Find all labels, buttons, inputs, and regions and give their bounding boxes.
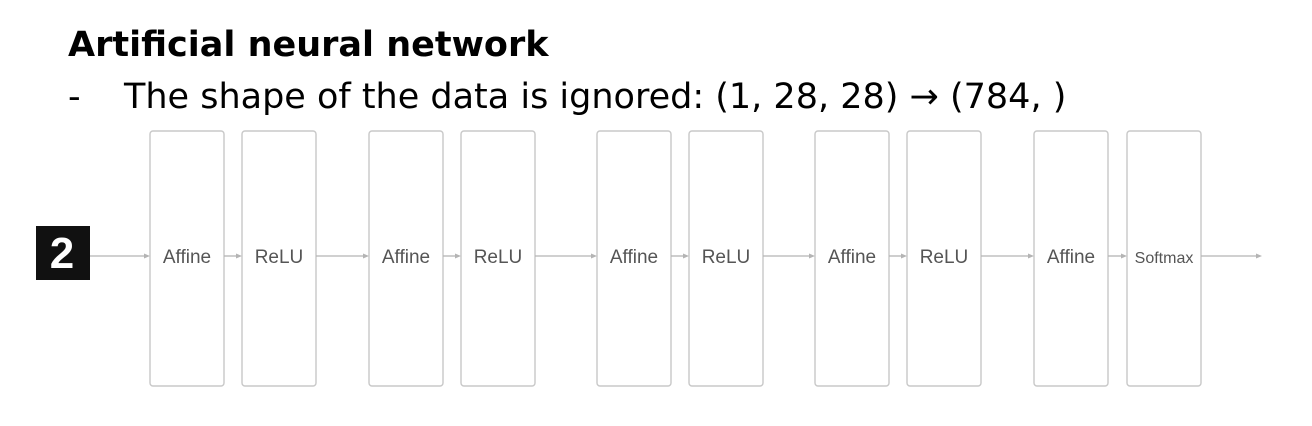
layer-box bbox=[814, 130, 890, 387]
layer-6: ReLU bbox=[688, 130, 764, 387]
connector-arrow-1 bbox=[90, 253, 150, 259]
layer-box bbox=[149, 130, 225, 387]
connector-arrow-5 bbox=[535, 253, 597, 259]
input-image: 2 bbox=[36, 226, 90, 280]
layer-1: Affine bbox=[149, 130, 225, 387]
connector-stack bbox=[90, 253, 1262, 259]
layer-label: ReLU bbox=[702, 247, 751, 268]
layer-8: ReLU bbox=[906, 130, 982, 387]
layer-2: ReLU bbox=[241, 130, 317, 387]
arrowhead bbox=[809, 253, 815, 259]
layer-box bbox=[596, 130, 672, 387]
connector-arrow-3 bbox=[316, 253, 369, 259]
connector-arrow-4 bbox=[443, 253, 461, 259]
slide-title: Artificial neural network bbox=[68, 25, 549, 65]
layer-label: Affine bbox=[828, 247, 876, 268]
layer-box bbox=[688, 130, 764, 387]
arrowhead bbox=[591, 253, 597, 259]
layer-5: Affine bbox=[596, 130, 672, 387]
layer-box bbox=[1033, 130, 1109, 387]
arrowhead bbox=[1028, 253, 1034, 259]
layer-9: Affine bbox=[1033, 130, 1109, 387]
arrowhead bbox=[236, 253, 242, 259]
layer-stack: Affine ReLU Affine ReLU Affine ReLU Affine ReLU… bbox=[149, 130, 1202, 387]
bullet-marker: - bbox=[68, 77, 81, 117]
layer-4: ReLU bbox=[460, 130, 536, 387]
layer-label: Affine bbox=[610, 247, 658, 268]
arrowhead bbox=[1256, 253, 1262, 259]
layer-3: Affine bbox=[368, 130, 444, 387]
layer-label: Affine bbox=[382, 247, 430, 268]
connector-arrow-9 bbox=[981, 253, 1034, 259]
network-diagram: 2 Affine ReLU Affine ReLU Affine ReLU Affine Re… bbox=[36, 130, 1262, 387]
arrowhead bbox=[455, 253, 461, 259]
layer-box bbox=[906, 130, 982, 387]
connector-arrow-6 bbox=[671, 253, 689, 259]
layer-box bbox=[1126, 130, 1202, 387]
layer-10: Softmax bbox=[1126, 130, 1202, 387]
layer-box bbox=[241, 130, 317, 387]
connector-arrow-2 bbox=[224, 253, 242, 259]
layer-box bbox=[368, 130, 444, 387]
bullet-text: The shape of the data is ignored: (1, 28… bbox=[124, 77, 1067, 117]
layer-label: ReLU bbox=[255, 247, 304, 268]
arrowhead bbox=[1121, 253, 1127, 259]
layer-label: Affine bbox=[163, 247, 211, 268]
layer-box bbox=[460, 130, 536, 387]
connector-arrow-10 bbox=[1108, 253, 1127, 259]
arrowhead bbox=[363, 253, 369, 259]
layer-label: ReLU bbox=[474, 247, 523, 268]
layer-label: Affine bbox=[1047, 247, 1095, 268]
arrowhead bbox=[683, 253, 689, 259]
layer-label: Softmax bbox=[1135, 250, 1194, 267]
layer-label: ReLU bbox=[920, 247, 969, 268]
arrowhead bbox=[144, 253, 150, 259]
arrowhead bbox=[901, 253, 907, 259]
layer-7: Affine bbox=[814, 130, 890, 387]
input-digit-background bbox=[36, 226, 90, 280]
connector-arrow-8 bbox=[889, 253, 907, 259]
connector-arrow-7 bbox=[763, 253, 815, 259]
connector-arrow-11 bbox=[1201, 253, 1262, 259]
input-digit: 2 bbox=[50, 229, 74, 278]
